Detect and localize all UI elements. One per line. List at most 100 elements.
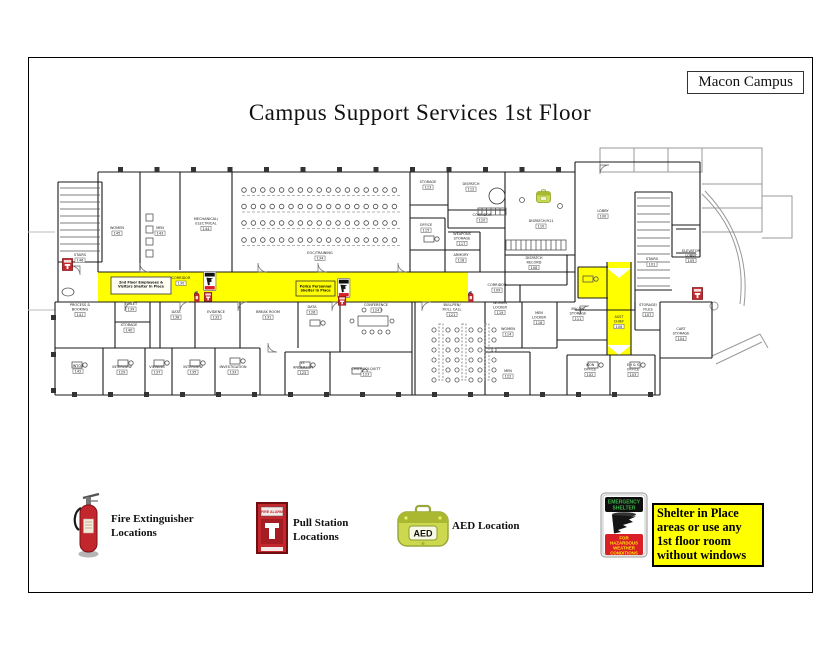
svg-text:112: 112 (468, 188, 475, 192)
shelter-sign-icon (203, 271, 217, 291)
svg-text:144: 144 (203, 227, 210, 231)
svg-text:109: 109 (494, 289, 501, 293)
shelter-sign-bottom-1: FOR (619, 536, 629, 541)
shelter-sign-bottom-2: HAZARDOUS (610, 541, 638, 546)
pull-station-header-text: FIRE ALARM (261, 510, 283, 514)
svg-text:124: 124 (373, 309, 380, 313)
svg-text:118: 118 (458, 259, 465, 263)
campus-label: Macon Campus (687, 71, 804, 94)
svg-text:129: 129 (119, 371, 126, 375)
room-labels: STAIRS146WOMEN145MEN143MECHANICAL/ELECTR… (70, 180, 701, 379)
svg-text:VIEWING: VIEWING (149, 365, 165, 369)
svg-text:WOMEN: WOMEN (501, 327, 515, 331)
svg-text:DISPATCH: DISPATCH (526, 256, 543, 260)
shelter-sign-title-2: SHELTER (613, 506, 636, 512)
svg-text:STORAGE: STORAGE (420, 180, 437, 184)
svg-text:MEN: MEN (504, 369, 512, 373)
svg-text:105: 105 (688, 259, 695, 263)
shelter-sign-title-1: EMERGENCY (608, 500, 641, 506)
shelter-sign-icon (337, 278, 351, 298)
svg-text:STORAGE: STORAGE (673, 331, 690, 335)
svg-text:CART: CART (676, 327, 686, 331)
shelter-sign-bottom-4: CONDITIONS (610, 551, 638, 556)
svg-text:ELEVATOR: ELEVATOR (682, 249, 701, 253)
legend-label-aed: AED Location (452, 520, 520, 532)
legend-label-pull-station: Pull Station Locations (293, 517, 349, 543)
shelter-sign-icon: EMERGENCY SHELTER FOR HAZARDOUS WEATHER … (600, 492, 648, 558)
svg-text:OFFICE: OFFICE (420, 223, 432, 227)
svg-text:INV DIV: INV DIV (571, 307, 585, 311)
svg-text:STAIRS: STAIRS (74, 253, 87, 257)
svg-text:2nd Floor Employees &: 2nd Floor Employees & (119, 281, 163, 285)
legend-label-fire-extinguisher: Fire Extinguisher Locations (111, 513, 194, 539)
svg-text:LOBBY: LOBBY (685, 253, 697, 257)
svg-text:WEAPONS: WEAPONS (453, 232, 472, 236)
fire-extinguisher-icon (73, 492, 100, 558)
svg-text:103: 103 (630, 373, 637, 377)
svg-text:139: 139 (128, 308, 135, 312)
svg-text:114: 114 (505, 333, 512, 337)
svg-text:LOCKER: LOCKER (493, 305, 508, 309)
svg-text:116: 116 (536, 321, 543, 325)
svg-text:MECHANICAL/: MECHANICAL/ (194, 217, 219, 221)
svg-text:CORRIDOR: CORRIDOR (473, 213, 493, 217)
pull-station-icon: FIRE ALARM (256, 502, 288, 554)
pull-station-icon (692, 287, 703, 300)
svg-text:117: 117 (459, 242, 466, 246)
svg-text:125: 125 (300, 371, 307, 375)
svg-text:PROCESS &: PROCESS & (70, 303, 91, 307)
svg-text:107: 107 (645, 313, 652, 317)
svg-text:Police Personnel: Police Personnel (300, 285, 332, 289)
fire-extinguisher-icon (467, 290, 474, 303)
svg-text:115: 115 (423, 229, 430, 233)
svg-text:ELECTRICAL: ELECTRICAL (195, 221, 216, 225)
svg-text:INTERVIEW: INTERVIEW (183, 365, 203, 369)
aed-icon (536, 189, 551, 203)
pull-station-icon (204, 292, 213, 302)
svg-text:119: 119 (497, 311, 504, 315)
svg-text:OFFICE: OFFICE (584, 367, 596, 371)
svg-text:LOCKER: LOCKER (532, 315, 547, 319)
svg-text:ROLL CALL: ROLL CALL (443, 307, 462, 311)
svg-text:CORRIDOR: CORRIDOR (172, 276, 192, 280)
svg-text:STORAGE: STORAGE (121, 323, 138, 327)
svg-text:STAIRS: STAIRS (646, 257, 659, 261)
shelter-note-box: Shelter in Place areas or use any 1st fl… (652, 503, 764, 567)
svg-text:WOMEN: WOMEN (493, 301, 507, 305)
svg-text:DATA: DATA (171, 310, 181, 314)
aed-icon: AED (397, 504, 449, 547)
svg-text:ARMORY: ARMORY (454, 253, 470, 257)
svg-text:ANDERSON: ANDERSON (293, 365, 313, 369)
svg-text:BOOKING: BOOKING (72, 307, 89, 311)
svg-text:145: 145 (114, 232, 121, 236)
svg-text:108: 108 (531, 266, 538, 270)
svg-text:IKON: IKON (586, 363, 595, 367)
svg-text:MEN: MEN (156, 226, 164, 230)
